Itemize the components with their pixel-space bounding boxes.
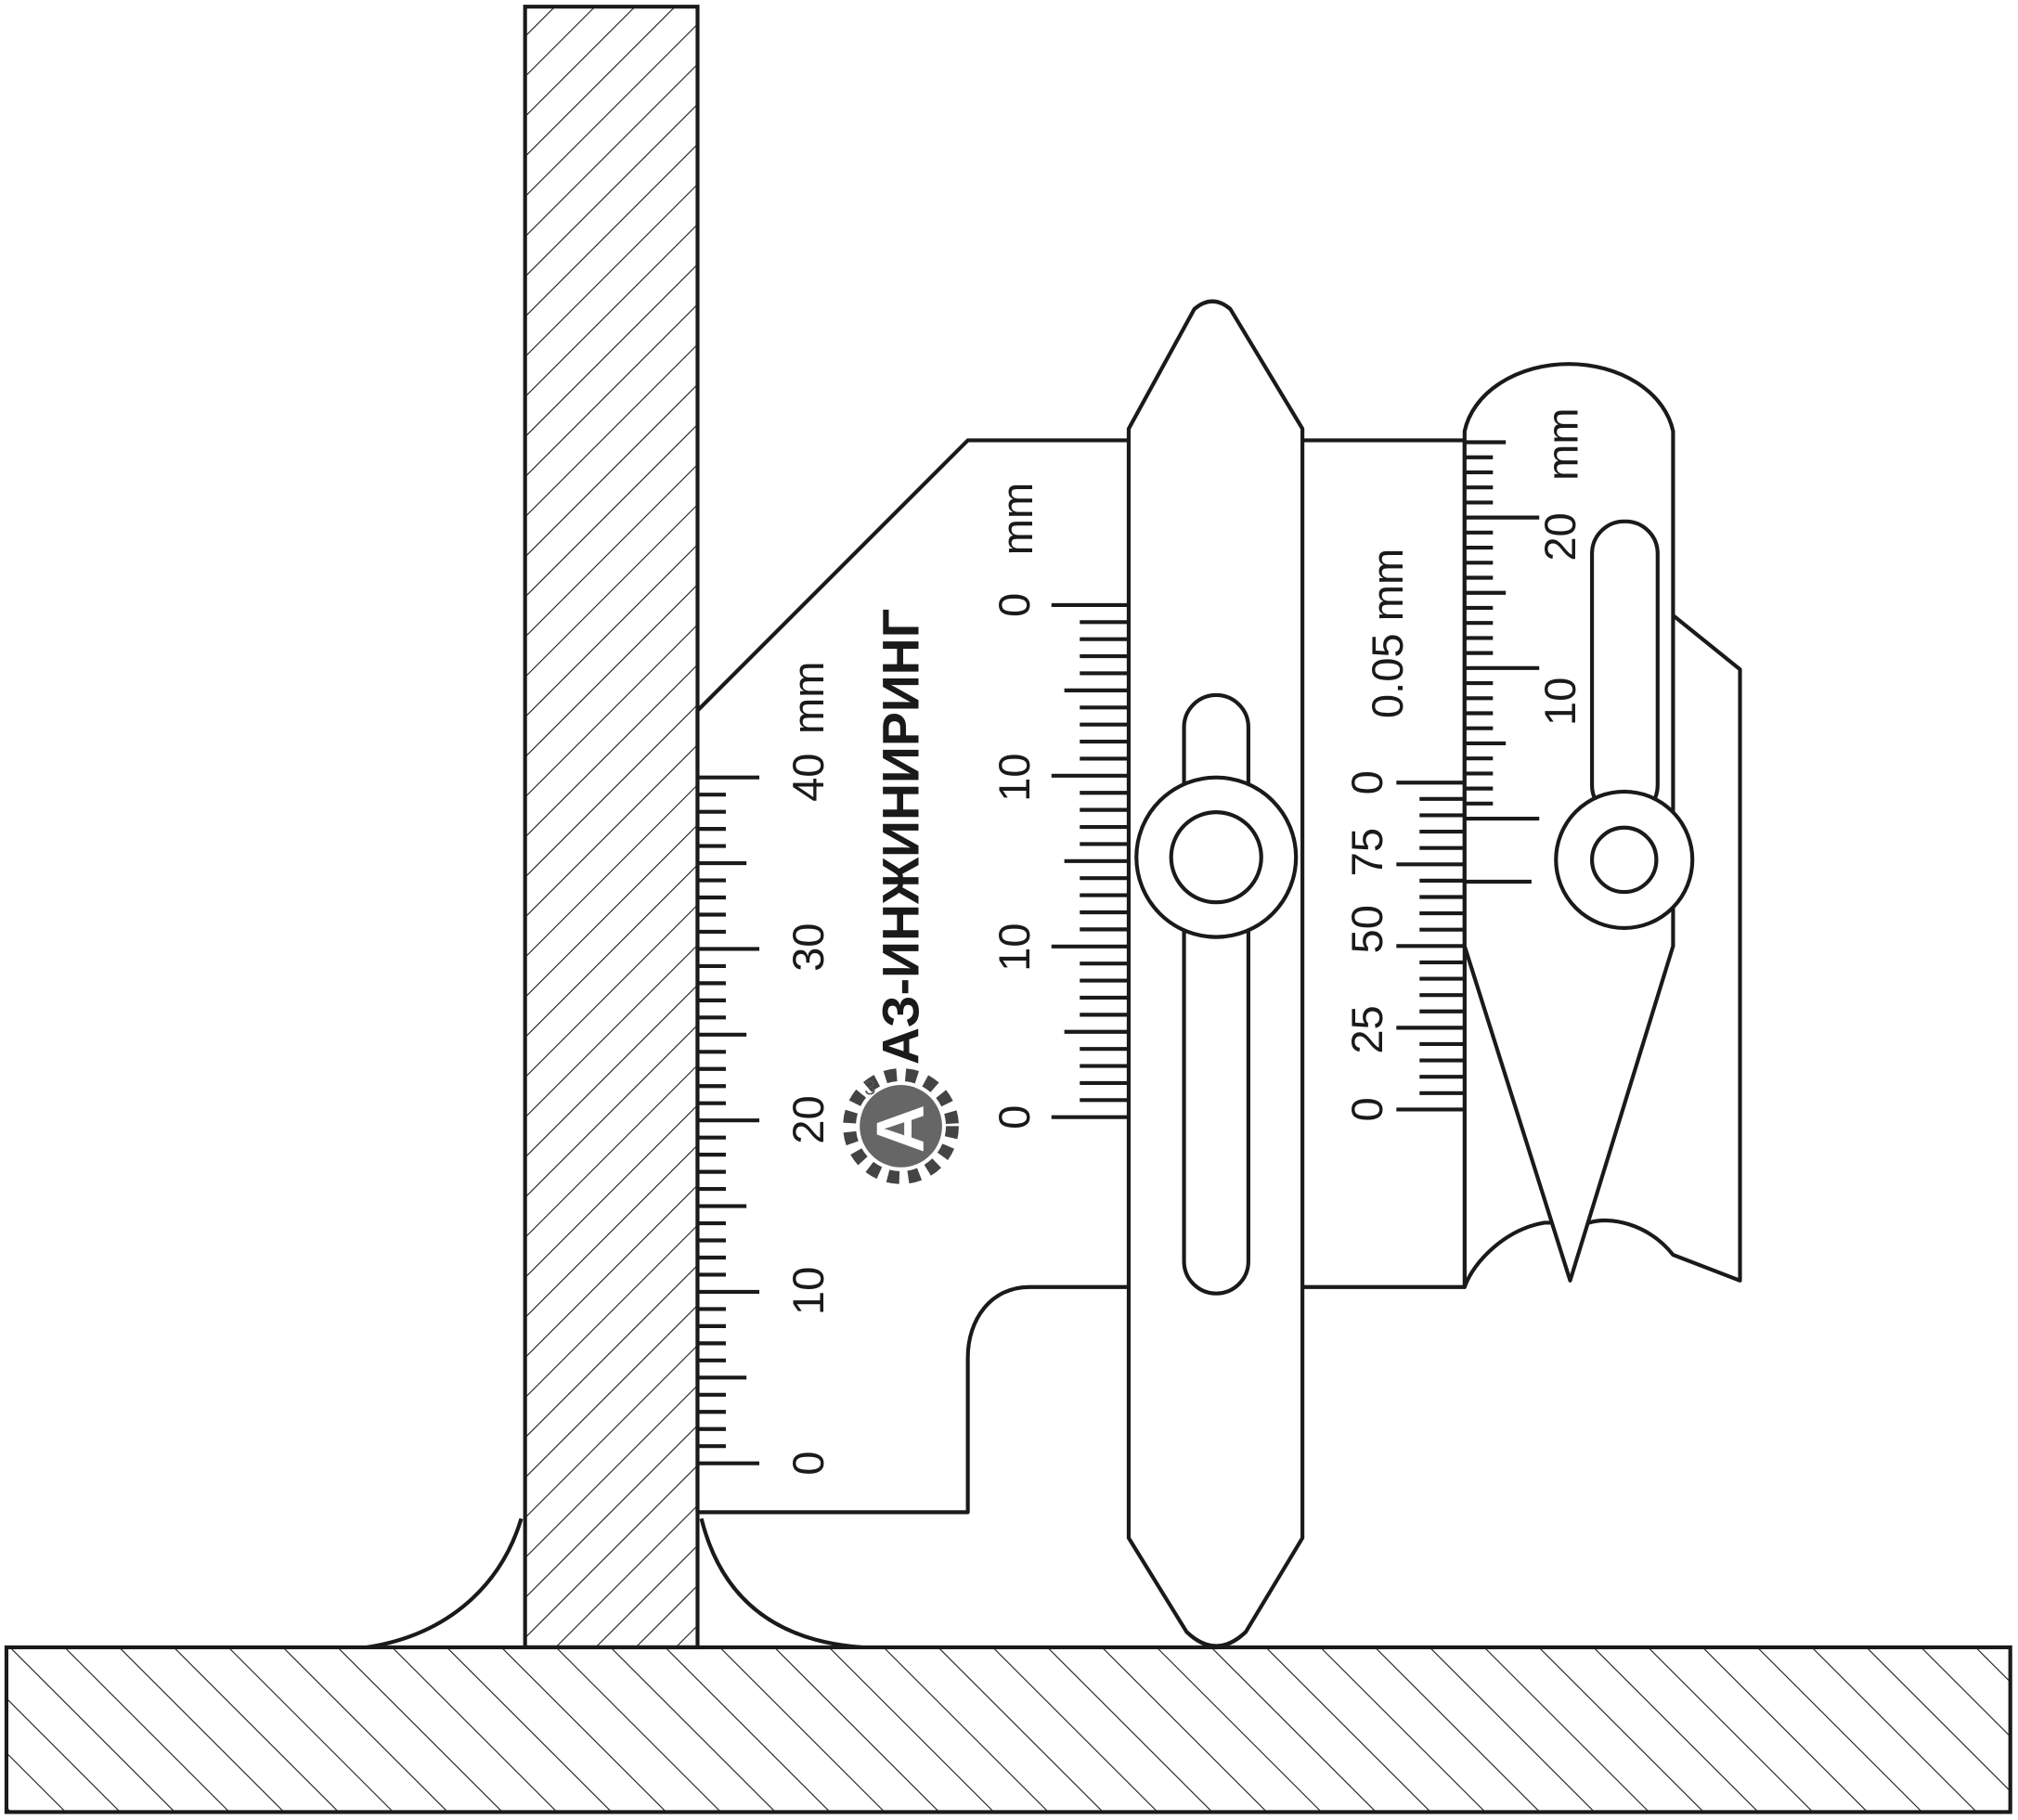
right-scale-label: 20 (1535, 512, 1585, 561)
right-slider-slot (1589, 519, 1660, 820)
middle-scale-label: 10 (990, 753, 1039, 801)
base-plate (4, 1645, 2012, 1814)
right-screw (1589, 825, 1659, 895)
vernier-scale-labels: 0.05 mm 0 25 50 75 0 (1342, 549, 1412, 1122)
left-scale-unit: mm (783, 661, 833, 734)
middle-scale-unit: mm (992, 483, 1041, 556)
right-scale-labels: 10 20 mm (1535, 407, 1587, 726)
middle-scale-label: 0 (990, 1105, 1039, 1129)
vernier-label: 0 (1342, 1097, 1391, 1121)
left-scale-label: 20 (783, 1095, 833, 1143)
logo-letter: А (864, 1104, 938, 1153)
vernier-label: 25 (1342, 1005, 1391, 1053)
vernier-label: 75 (1342, 828, 1391, 876)
right-scale-unit: mm (1538, 407, 1587, 481)
brand-name: АЗ-ИНЖИНИРИНГ (873, 609, 930, 1065)
left-scale-label: 10 (783, 1267, 833, 1315)
vernier-unit: 0.05 mm (1363, 549, 1412, 718)
left-scale-label: 0 (783, 1452, 833, 1476)
weld-fillet-right (699, 1517, 863, 1650)
weld-fillet-left (366, 1517, 524, 1650)
left-scale-label: 40 (783, 753, 833, 801)
brand-logo: А 3 (843, 1068, 959, 1184)
right-scale-label: 10 (1535, 678, 1585, 726)
vernier-label: 50 (1342, 905, 1391, 953)
gauge-main-body (695, 438, 1467, 1515)
middle-scale-labels: mm 0 10 10 0 (990, 483, 1041, 1129)
center-screw (1169, 810, 1263, 905)
middle-scale-label: 10 (990, 923, 1039, 971)
vertical-plate (523, 5, 700, 1650)
scale-ticks (697, 440, 1540, 1465)
left-scale-labels: 0 10 20 30 40 mm (783, 661, 833, 1475)
left-scale-label: 30 (783, 923, 833, 971)
vernier-label: 0 (1342, 770, 1391, 794)
logo-superscript: 3 (864, 1076, 875, 1099)
middle-scale-label: 0 (990, 593, 1039, 617)
